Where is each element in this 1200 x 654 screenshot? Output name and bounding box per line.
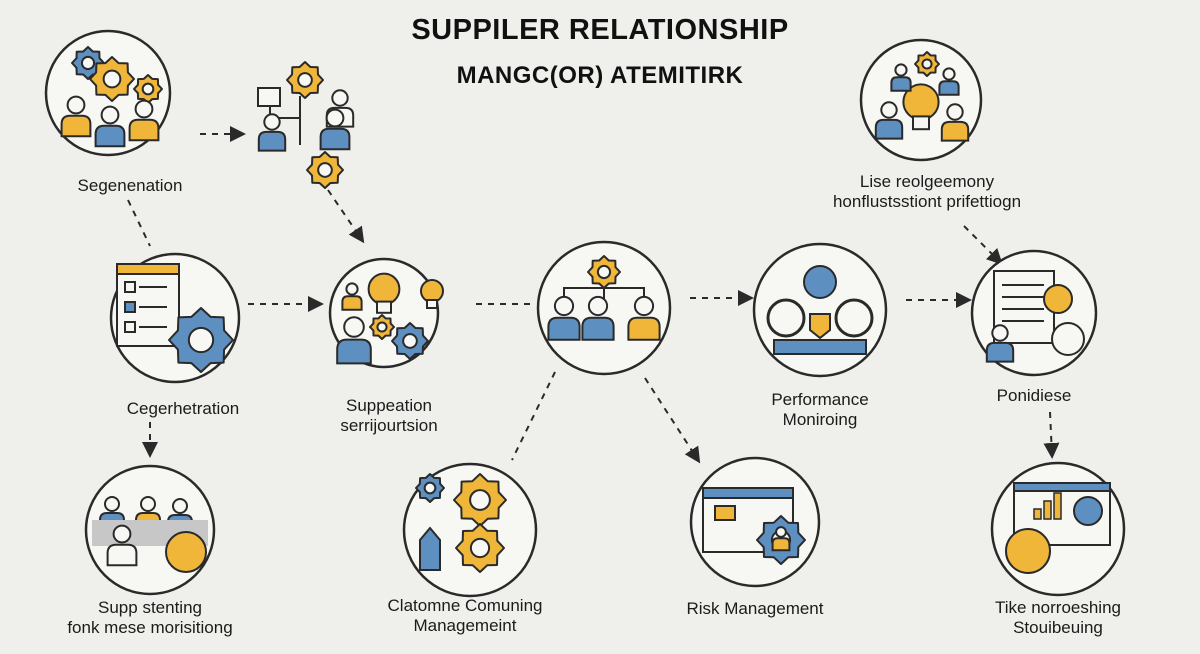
node-label-line: Clatomne Comuning — [387, 596, 543, 615]
node-label-risk: Risk Management — [635, 599, 875, 619]
node-label-line: Lise reolgeemony — [859, 172, 995, 191]
connector-arrow — [644, 377, 701, 464]
node-label-line: Moniroing — [782, 410, 858, 429]
diagram-title: SUPPILER RELATIONSHIP — [411, 14, 789, 46]
node-label-line: Managemeint — [413, 616, 517, 635]
node-label-line: honflustsstiont prifettiogn — [832, 192, 1022, 211]
node-label-line: serrijourtsion — [340, 416, 438, 435]
node-label-ponidiese: Ponidiese — [934, 386, 1134, 406]
lightbulb-team-icon — [859, 38, 983, 162]
node-label-line: Risk Management — [686, 599, 824, 618]
contract-coin-icon — [970, 249, 1098, 377]
monitor-dollar-icon — [990, 461, 1126, 597]
checklist-gear-icon — [109, 252, 241, 384]
node-label-line: fonk mese morisitiong — [67, 618, 233, 637]
node-label-cegerhetration: Cegerhetration — [73, 399, 293, 419]
gears-building-icon — [402, 462, 538, 598]
connector-arrow — [1043, 411, 1060, 459]
connector-arrow — [511, 371, 556, 461]
team-gears-icon — [44, 29, 172, 157]
node-label-line: Suppeation — [345, 396, 433, 415]
team-hierarchy-icon — [536, 240, 672, 376]
node-label-segenenation: Segenenation — [30, 176, 230, 196]
node-label-line: Supp stenting — [98, 598, 202, 617]
dashboard-monitoring-icon — [752, 242, 888, 378]
ideas-team-icon — [328, 257, 444, 369]
node-label-line: Cegerhetration — [126, 399, 240, 418]
connector-arrow — [327, 189, 365, 244]
node-label-line: Stouibeuing — [1013, 618, 1103, 637]
diagram-subtitle: MANGC(OR) ATEMITIRK — [456, 62, 744, 89]
browser-gear-icon — [689, 456, 821, 588]
node-label-line: Ponidiese — [996, 386, 1072, 405]
node-label-line: Tike norroeshing — [995, 598, 1121, 617]
team-exchange-icon — [84, 464, 216, 596]
org-chart-gears-icon — [257, 61, 355, 189]
connector-arrow — [963, 225, 1003, 265]
connector-arrow — [127, 199, 151, 247]
node-label-line: Segenenation — [77, 176, 183, 195]
node-label-line: Performance — [771, 390, 869, 409]
